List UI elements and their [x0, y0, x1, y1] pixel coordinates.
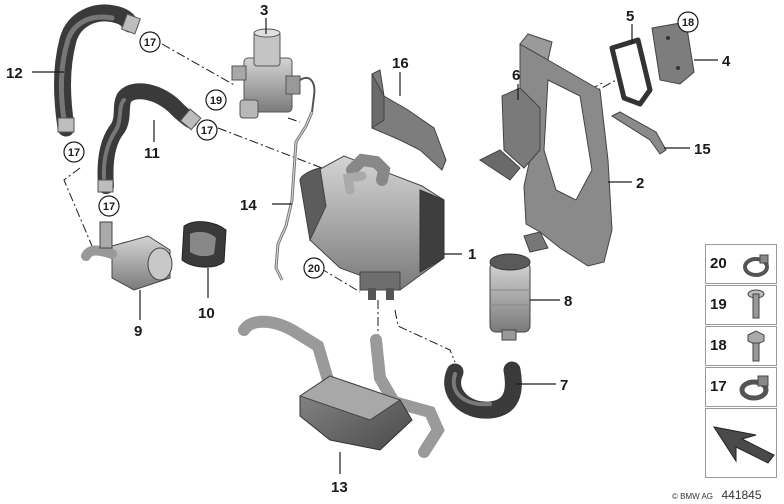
copyright-text: © BMW AG [672, 492, 714, 501]
circled-label-17-c: 17 [63, 141, 85, 163]
panel-number-20: 20 [710, 255, 727, 272]
arrow-icon [712, 426, 775, 464]
panel-item-17: 17 [705, 367, 777, 407]
callout-4: 4 [722, 53, 731, 70]
part-13-exhaust-silencer [238, 315, 445, 458]
callout-11: 11 [144, 145, 160, 162]
part-1-auxiliary-heater [299, 153, 445, 300]
callout-9: 9 [134, 323, 142, 340]
footer: © BMW AG 441845 [672, 486, 762, 504]
callout-15: 15 [694, 141, 711, 158]
diagram-code: 441845 [721, 488, 762, 502]
band-clamp-icon [739, 375, 769, 401]
callout-labels: 1 2 3 4 5 6 7 8 9 10 11 12 13 14 15 16 [6, 2, 731, 496]
part-10-pump-holder [181, 221, 227, 268]
callout-5: 5 [626, 8, 634, 25]
circled-label-19: 19 [205, 89, 227, 111]
part-14-fuel-line [274, 111, 314, 281]
svg-text:19: 19 [210, 95, 222, 107]
callout-7: 7 [560, 377, 568, 394]
leader-lines [32, 18, 718, 474]
part-4-cover [651, 21, 695, 85]
svg-text:20: 20 [308, 263, 320, 275]
panel-item-20: 20 [705, 244, 777, 284]
part-8-filter [489, 253, 531, 341]
svg-text:18: 18 [682, 17, 694, 29]
part-11-coolant-hose [97, 83, 202, 194]
part-5-gasket [609, 37, 653, 107]
part-16-bracket [371, 69, 447, 171]
panel-number-18: 18 [710, 337, 727, 354]
part-3-changeover-valve [231, 28, 316, 119]
callout-6: 6 [512, 67, 520, 84]
circled-label-18: 18 [677, 11, 699, 33]
callout-13: 13 [331, 479, 348, 496]
svg-text:17: 17 [103, 201, 115, 213]
callout-1: 1 [468, 246, 476, 263]
svg-text:17: 17 [144, 37, 156, 49]
hose-clamp-icon [743, 254, 769, 277]
part-6-mounting-plate [479, 87, 541, 181]
panel-item-arrow [705, 408, 777, 478]
svg-text:17: 17 [201, 125, 213, 137]
panel-number-17: 17 [710, 378, 727, 395]
callout-14: 14 [240, 197, 257, 214]
panel-item-19: 19 [705, 285, 777, 325]
callout-8: 8 [564, 293, 572, 310]
svg-text:17: 17 [68, 147, 80, 159]
part-7-hose [444, 361, 522, 419]
callout-2: 2 [636, 175, 644, 192]
circled-label-20: 20 [303, 257, 325, 279]
circled-label-17-b: 17 [196, 119, 218, 141]
part-15-retaining-strap [610, 111, 667, 155]
panel-number-19: 19 [710, 296, 727, 313]
circled-label-17-a: 17 [139, 31, 161, 53]
part-12-coolant-hose [54, 4, 141, 137]
part-2-support-bracket [519, 33, 613, 267]
callout-16: 16 [392, 55, 409, 72]
callout-3: 3 [260, 2, 268, 19]
callout-10: 10 [198, 305, 215, 322]
bolt-icon [747, 330, 765, 362]
panel-item-18: 18 [705, 326, 777, 366]
part-9-water-pump [81, 221, 173, 291]
screw-icon [747, 289, 765, 319]
circled-label-17-d: 17 [98, 195, 120, 217]
callout-12: 12 [6, 65, 23, 82]
circled-labels: 17 17 17 17 19 18 20 [63, 11, 699, 279]
